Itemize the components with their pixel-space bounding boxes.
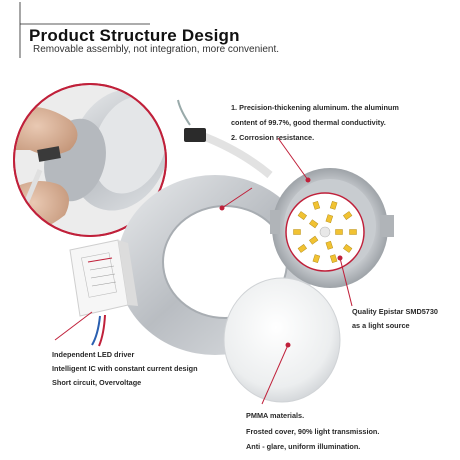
led-chip: [309, 235, 319, 245]
led-chip: [297, 244, 307, 253]
led-chip: [293, 229, 301, 235]
callout-cover-line2: Frosted cover, 90% light transmission.: [246, 427, 380, 436]
led-driver-box: [69, 239, 138, 347]
page-subtitle: Removable assembly, not integration, mor…: [33, 44, 280, 55]
power-cable: [198, 131, 273, 179]
callout-driver-line2: Intelligent IC with constant current des…: [52, 364, 198, 373]
leader-line-light-source: [339, 257, 353, 307]
smd5730-led-array: [293, 200, 357, 264]
led-chip: [343, 244, 353, 253]
frosted-pmma-cover: [223, 277, 341, 403]
led-chip: [329, 200, 338, 210]
led-chip: [325, 240, 334, 250]
callout-aluminum-line2: content of 99.7%, good thermal conductiv…: [231, 118, 386, 127]
led-chip: [312, 200, 321, 210]
callout-cover-line1: PMMA materials.: [246, 411, 305, 420]
leader-line-aluminum: [277, 137, 309, 181]
led-chip: [335, 229, 343, 235]
led-chip: [325, 214, 334, 224]
led-chip: [297, 211, 307, 220]
led-chip: [329, 254, 338, 264]
led-chip: [312, 254, 321, 264]
leader-line-driver: [54, 311, 93, 341]
callout-driver-line1: Independent LED driver: [52, 350, 135, 359]
callout-aluminum-line3: 2. Corrosion resistance.: [231, 133, 315, 142]
callout-driver-line3: Short circuit, Overvoltage: [52, 378, 142, 387]
callout-cover-line3: Anti - glare, uniform illumination.: [246, 442, 361, 451]
led-chip: [349, 229, 357, 235]
callout-light-source-line2: as a light source: [352, 321, 410, 330]
page-title: Product Structure Design: [29, 26, 240, 45]
led-chip: [309, 219, 319, 229]
cable-connector: [184, 128, 206, 142]
led-module-housing: [270, 168, 394, 288]
leader-line-cover: [261, 344, 289, 405]
callout-light-source-line1: Quality Epistar SMD5730: [352, 307, 438, 316]
magnified-assembly-photo: [13, 83, 167, 237]
callout-aluminum-line1: 1. Precision-thickening aluminum. the al…: [231, 103, 399, 112]
led-chip: [343, 211, 353, 220]
